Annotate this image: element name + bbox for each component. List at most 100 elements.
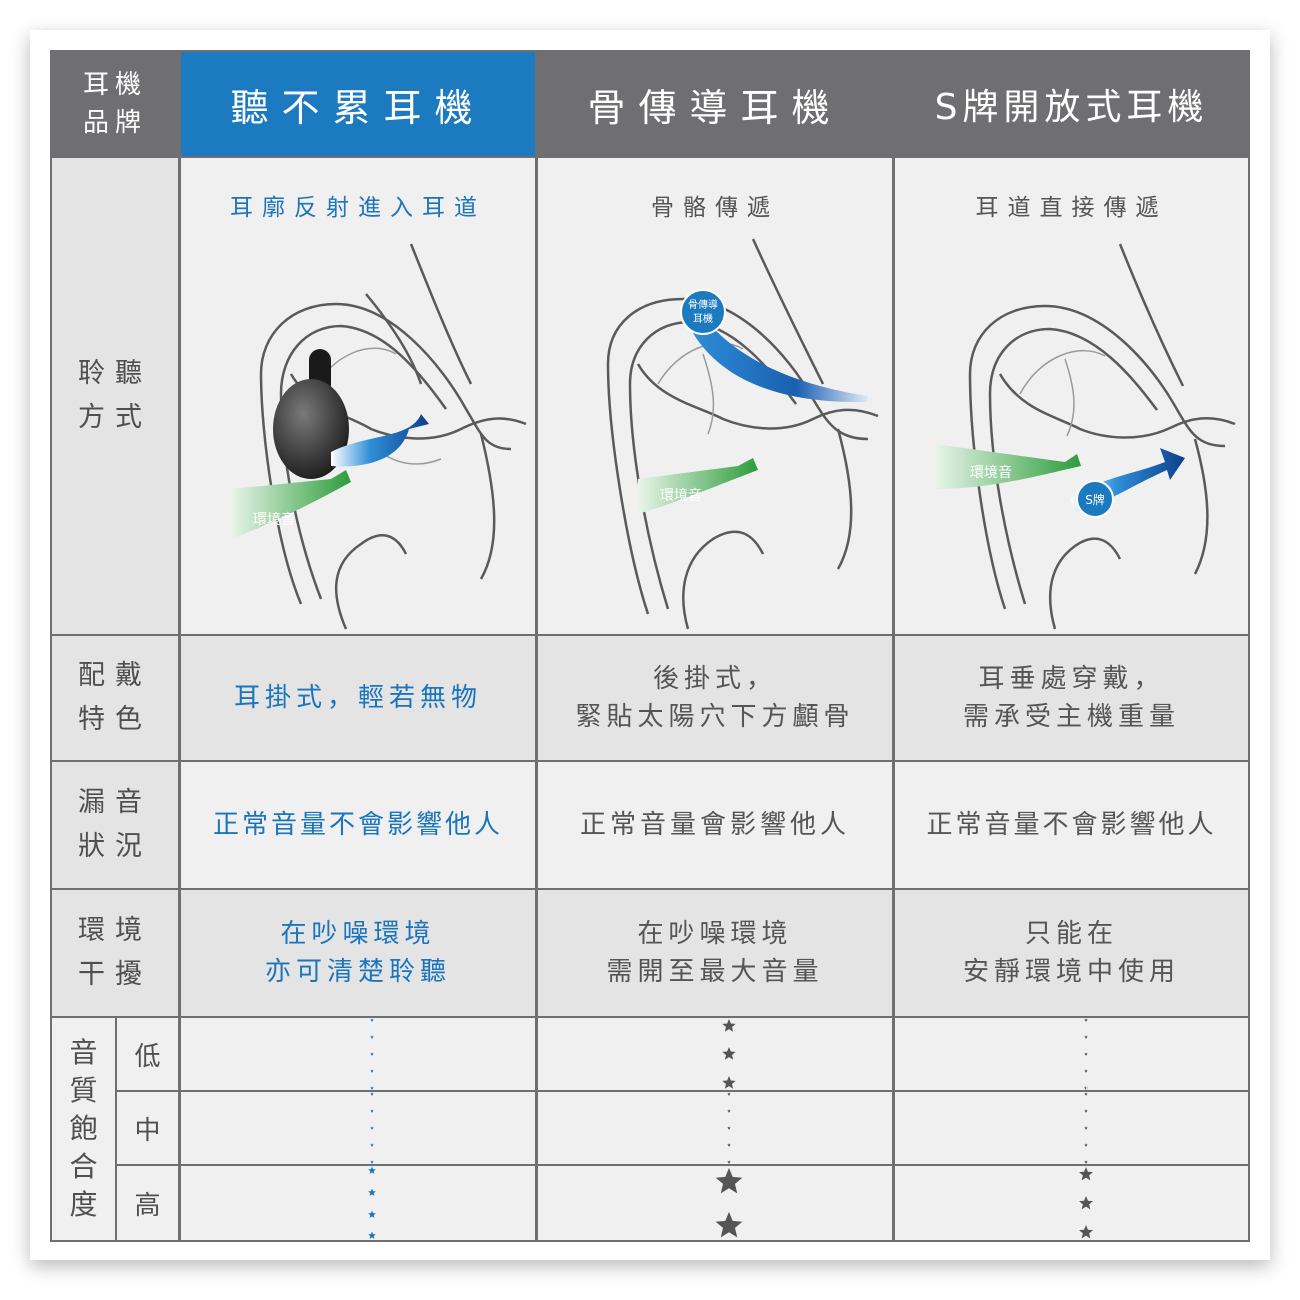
header-col-s: S牌開放式耳機 [895, 52, 1248, 156]
rating-s-high [895, 1166, 1248, 1240]
full-star-icon [370, 1160, 374, 1164]
rating-s-mid [895, 1092, 1248, 1164]
full-star-icon [1083, 1018, 1088, 1022]
label-interference-line2: 干擾 [78, 959, 152, 990]
label-quality-char3: 飽 [69, 1112, 98, 1145]
full-star-icon [727, 1092, 731, 1096]
wearing-bone: 後掛式， 緊貼太陽穴下方顱骨 [538, 636, 892, 760]
header-corner-line1: 耳機 [82, 70, 147, 100]
full-star-icon [370, 1092, 374, 1096]
full-star-icon [370, 1018, 374, 1022]
rating-ttb-mid [181, 1092, 535, 1164]
interference-bone: 在吵噪環境 需開至最大音量 [538, 890, 892, 1016]
full-star-icon [727, 1126, 731, 1130]
quality-band-high: 高 [117, 1166, 178, 1240]
s-brand-label: S牌 [1085, 493, 1105, 507]
header-corner-line2: 品牌 [82, 108, 147, 138]
leakage-s: 正常音量不會影響他人 [895, 762, 1248, 888]
ambient-arrow [935, 444, 1081, 489]
full-star-icon [727, 1109, 731, 1113]
label-quality-char5: 度 [69, 1188, 98, 1221]
wearing-bone-line1: 後掛式， [652, 664, 777, 694]
full-star-icon [1078, 1167, 1093, 1181]
rating-ttb-low [181, 1018, 535, 1090]
full-star-icon [370, 1052, 374, 1056]
listening-col-ttb: 耳廓反射進入耳道 [181, 158, 535, 634]
wearing-ttb-line1: 耳掛式，輕若無物 [233, 683, 482, 713]
label-quality-char1: 音 [69, 1036, 98, 1069]
ambient-arrow [231, 470, 351, 539]
leakage-ttb: 正常音量不會影響他人 [181, 762, 535, 888]
interference-ttb-line1: 在吵噪環境 [280, 919, 436, 949]
full-star-icon [1083, 1092, 1088, 1096]
full-star-icon [722, 1018, 736, 1032]
listening-subtitle-bone: 骨骼傳遞 [651, 195, 779, 221]
bone-badge-line1: 骨傳導 [688, 298, 718, 311]
wearing-s-line2: 需承受主機重量 [962, 702, 1180, 732]
rating-bone-high [538, 1166, 892, 1240]
comparison-table: 耳機 品牌 聽不累耳機 骨傳導耳機 S牌開放式耳機 聆聽 方式 耳廓反射進入耳道 [50, 50, 1250, 1242]
label-interference: 環境 干擾 [52, 890, 178, 1016]
full-star-icon [1083, 1052, 1088, 1056]
ambient-label-s: 環境音 [970, 464, 1012, 481]
full-star-icon [1083, 1143, 1088, 1147]
quality-band-mid: 中 [117, 1092, 178, 1164]
full-star-icon [715, 1167, 743, 1194]
rating-bone-mid [538, 1092, 892, 1164]
full-star-icon [1083, 1035, 1088, 1039]
header-corner: 耳機 品牌 [52, 52, 178, 156]
label-quality-char4: 合 [69, 1150, 98, 1183]
label-leakage-line1: 漏音 [78, 787, 152, 818]
full-star-icon [1078, 1196, 1093, 1210]
wearing-bone-line2: 緊貼太陽穴下方顱骨 [575, 702, 855, 732]
full-star-icon [715, 1211, 743, 1237]
interference-bone-line2: 需開至最大音量 [606, 957, 824, 987]
full-star-icon [370, 1126, 374, 1130]
s-brand-badge [1076, 480, 1114, 518]
label-leakage-line2: 狀況 [78, 831, 152, 862]
label-leakage: 漏音 狀況 [52, 762, 178, 888]
full-star-icon [1083, 1160, 1088, 1164]
ear-diagram-ttb: 環境音 [231, 243, 527, 630]
interference-ttb-line2: 亦可清楚聆聽 [264, 957, 451, 987]
ear-diagram-bone: 骨傳導 耳機 環境音 [606, 238, 879, 630]
interference-ttb: 在吵噪環境 亦可清楚聆聽 [181, 890, 535, 1016]
full-star-icon [368, 1188, 376, 1196]
label-listening: 聆聽 方式 [52, 158, 178, 634]
ear-diagram-s: 環境音 S牌 [935, 243, 1236, 630]
quality-band-low: 低 [117, 1018, 178, 1090]
label-listening-line2: 方式 [78, 402, 152, 433]
wearing-s-line1: 耳垂處穿戴， [978, 664, 1165, 694]
label-listening-line1: 聆聽 [78, 358, 152, 389]
label-quality: 音 質 飽 合 度 [52, 1018, 115, 1240]
full-star-icon [722, 1075, 736, 1089]
full-star-icon [1083, 1126, 1088, 1130]
full-star-icon [370, 1069, 374, 1073]
label-quality-char2: 質 [69, 1074, 98, 1107]
full-star-icon [370, 1143, 374, 1147]
header-col-ttb: 聽不累耳機 [181, 52, 535, 156]
ambient-label-ttb: 環境音 [253, 511, 295, 528]
ambient-arrow [638, 458, 758, 514]
label-wearing-line1: 配戴 [78, 660, 152, 691]
wearing-s: 耳垂處穿戴， 需承受主機重量 [895, 636, 1248, 760]
full-star-icon [370, 1035, 374, 1039]
full-star-icon [370, 1109, 374, 1113]
half-star-icon [1083, 1086, 1088, 1090]
listening-col-s: 耳道直接傳遞 [895, 158, 1248, 634]
ambient-label-bone: 環境音 [660, 487, 702, 504]
label-wearing-line2: 特色 [78, 704, 152, 735]
earbud-shape [273, 379, 349, 479]
bone-earphone-badge [680, 289, 726, 335]
full-star-icon [727, 1143, 731, 1147]
rating-bone-low [538, 1018, 892, 1090]
wearing-ttb: 耳掛式，輕若無物 [181, 636, 535, 760]
full-star-icon [1083, 1069, 1088, 1073]
listening-col-bone: 骨骼傳遞 [538, 158, 892, 634]
bone-badge-line2: 耳機 [693, 312, 713, 325]
full-star-icon [1078, 1225, 1093, 1239]
full-star-icon [722, 1047, 736, 1061]
sound-path-blue [331, 414, 429, 467]
full-star-icon [727, 1160, 731, 1164]
listening-subtitle-ttb: 耳廓反射進入耳道 [230, 195, 486, 221]
